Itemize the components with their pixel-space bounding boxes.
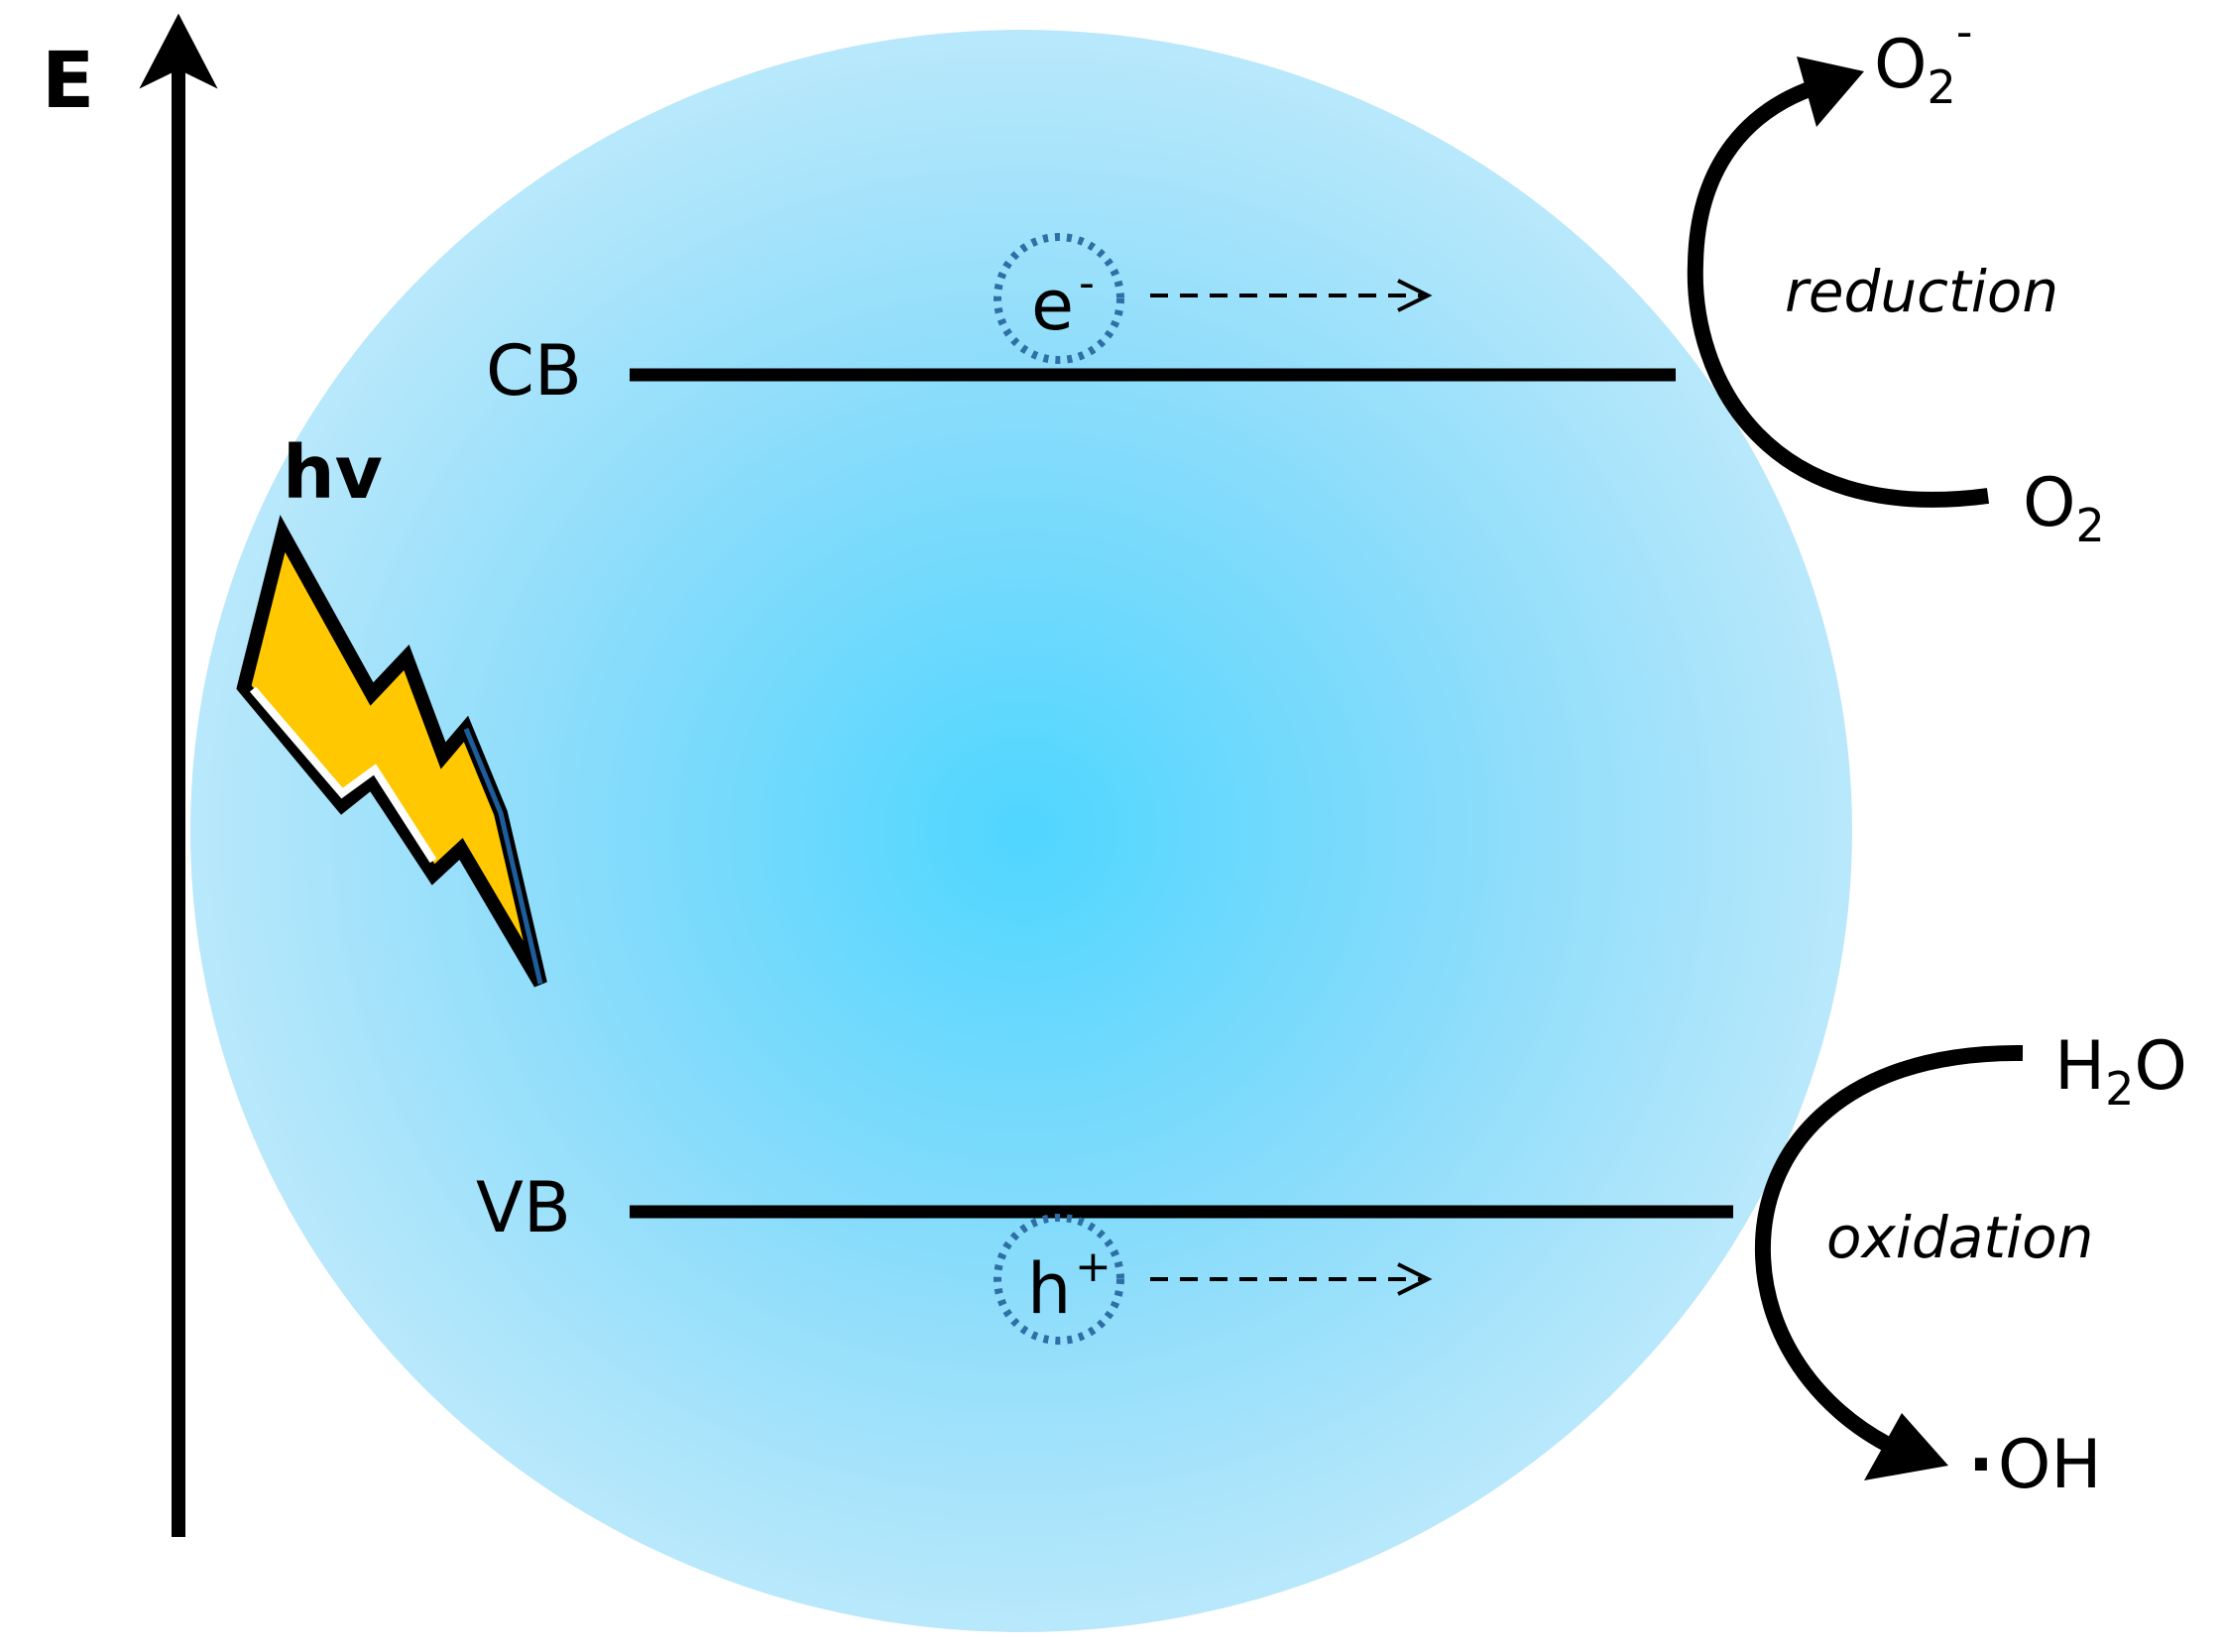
oxidation-label: oxidation	[1826, 1204, 2093, 1271]
reduction-label: reduction	[1785, 258, 2058, 325]
energy-axis: E	[42, 13, 218, 1537]
o2-reactant: O2	[2023, 464, 2105, 552]
vb-label: VB	[476, 1167, 571, 1248]
reduction-arrow	[1687, 73, 1990, 508]
electron-carrier: e -	[994, 233, 1433, 364]
hole-charge: +	[1075, 1241, 1112, 1292]
hole-symbol: h	[1027, 1248, 1071, 1330]
electron-charge: -	[1079, 258, 1095, 308]
reduction-cycle: reduction O2 O2-	[1687, 5, 2105, 552]
electron-symbol: e	[1031, 265, 1074, 346]
semiconductor-sphere	[190, 30, 1852, 1632]
superoxide-product: O2-	[1874, 5, 1972, 114]
energy-axis-label: E	[42, 37, 94, 126]
oxidation-arrow	[1754, 1044, 2024, 1456]
valence-band: VB	[476, 1167, 1733, 1248]
light-label: hv	[283, 430, 383, 516]
conduction-band: CB	[486, 330, 1676, 412]
cb-label: CB	[486, 330, 582, 412]
oxidation-cycle: oxidation H2O ·OH	[1754, 1027, 2187, 1504]
hole-carrier: h +	[994, 1214, 1433, 1345]
hydroxyl-radical-product: ·OH	[1968, 1426, 2102, 1504]
lightning-bolt-icon	[236, 515, 547, 988]
water-reactant: H2O	[2054, 1027, 2187, 1116]
